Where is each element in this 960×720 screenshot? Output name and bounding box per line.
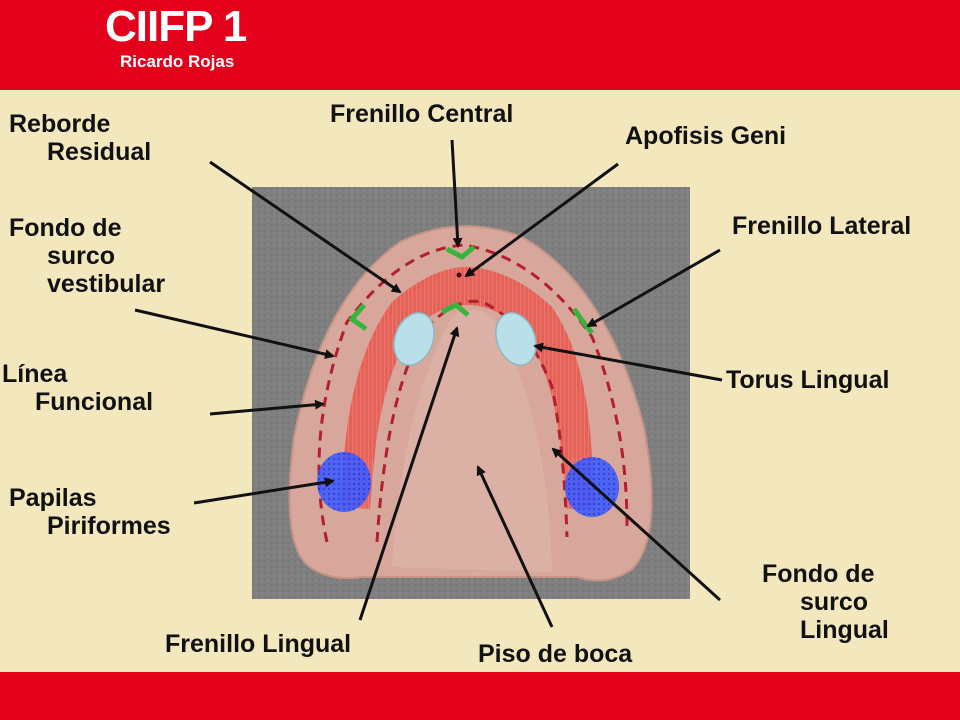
frenum-lateral-left-mark xyxy=(348,303,368,332)
frenum-lateral-right-mark xyxy=(571,307,594,335)
label-torus-lingual: Torus Lingual xyxy=(726,366,890,394)
arrow-torus-lingual xyxy=(533,342,723,382)
label-linea-funcional: Línea Funcional xyxy=(2,360,154,416)
label-frenillo-central: Frenillo Central xyxy=(330,100,514,128)
label-frenillo-lateral: Frenillo Lateral xyxy=(732,212,912,240)
label-papilas-piriformes: Papilas Piriformes xyxy=(9,484,171,540)
residual-ridge xyxy=(344,267,592,462)
frenum-lingual-mark xyxy=(440,302,470,317)
mouth-floor xyxy=(392,309,552,572)
geni-dot xyxy=(456,272,462,278)
torus-left xyxy=(393,312,435,366)
dental-cast-image xyxy=(252,187,690,599)
label-fondo-surco-lingual: Fondo de surco Lingual xyxy=(762,560,889,644)
papilla-left xyxy=(317,452,371,512)
arrow-linea-funcional xyxy=(209,399,325,416)
header-band xyxy=(0,0,960,90)
arrow-fondo-lingual xyxy=(551,447,722,602)
arrow-piso-boca xyxy=(476,465,554,628)
torus-right xyxy=(495,312,537,366)
arrow-frenillo-lingual xyxy=(358,326,460,621)
label-apofisis-geni: Apofisis Geni xyxy=(625,122,787,150)
label-piso-de-boca: Piso de boca xyxy=(478,640,633,668)
arrow-frenillo-central xyxy=(450,139,463,248)
arrow-papilas xyxy=(193,477,335,505)
vestibular-line xyxy=(317,243,629,543)
label-fondo-surco-vestibular: Fondo de surco vestibular xyxy=(9,214,166,298)
label-frenillo-lingual: Frenillo Lingual xyxy=(165,630,352,658)
logo: CIIFP 1 xyxy=(105,2,247,51)
arrow-frenillo-lateral xyxy=(586,248,721,328)
logo-subtitle: Ricardo Rojas xyxy=(120,52,235,71)
label-reborde-residual: Reborde Residual xyxy=(9,110,152,166)
lingual-line xyxy=(375,299,569,543)
frenum-central-mark xyxy=(445,245,476,260)
arrow-fondo-vestibular xyxy=(134,308,335,360)
arrow-apofisis-geni xyxy=(464,162,619,278)
arrow-reborde-residual xyxy=(209,160,402,294)
footer-band xyxy=(0,672,960,720)
